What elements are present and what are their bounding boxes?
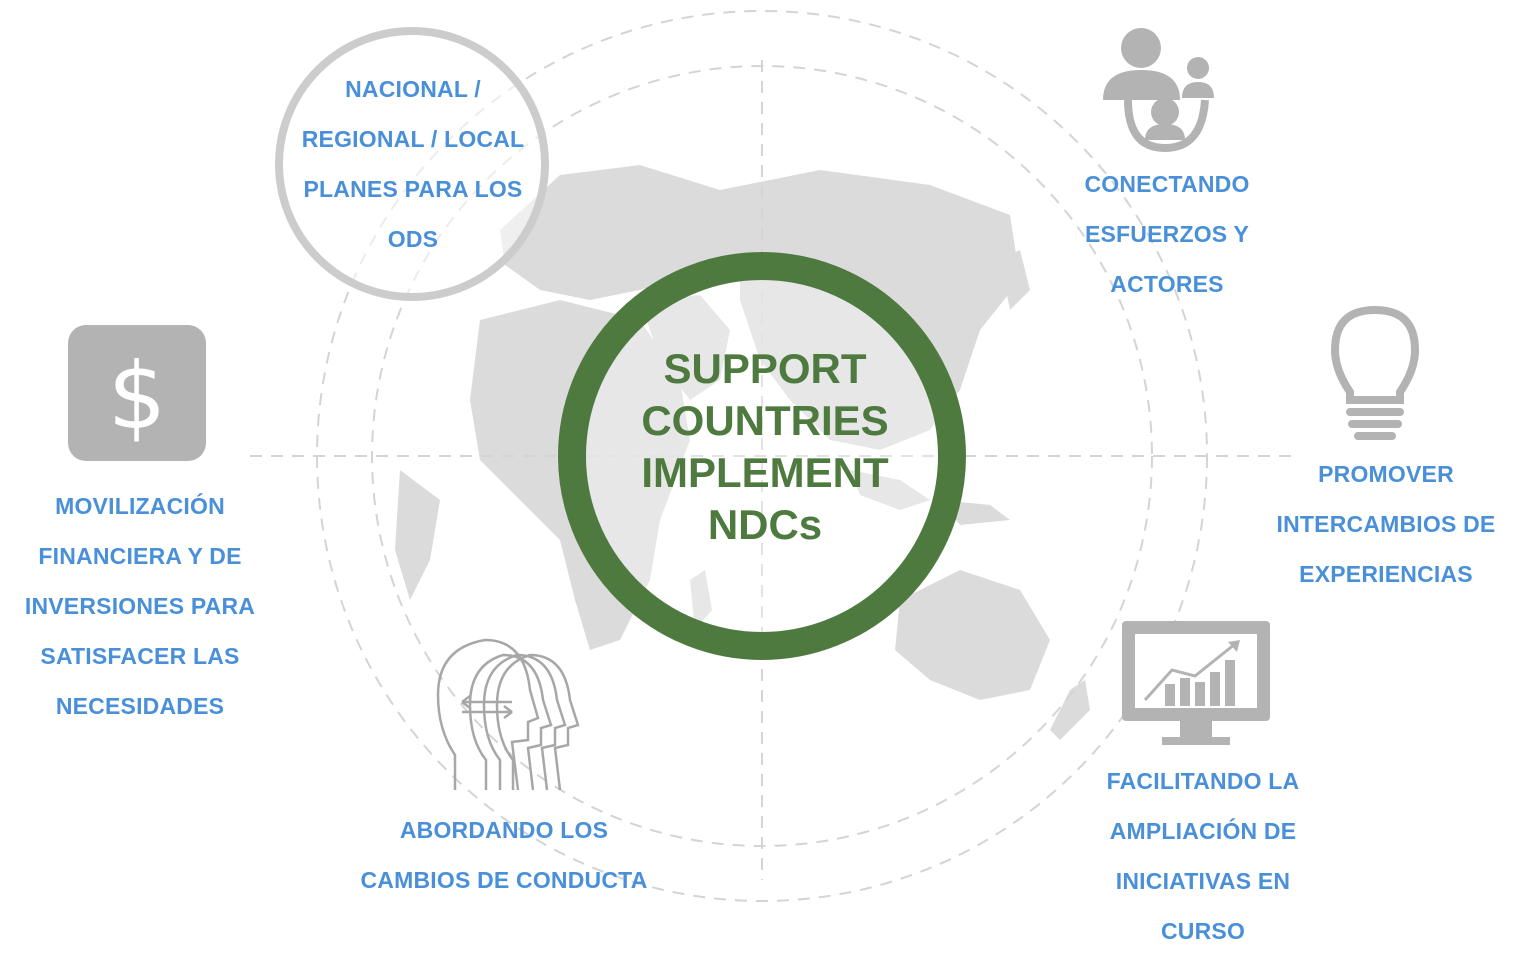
center-title: SUPPORT COUNTRIES IMPLEMENT NDCs: [580, 343, 950, 551]
label-behavior-change: ABORDANDO LOS CAMBIOS DE CONDUCTA: [360, 817, 648, 893]
lightbulb-icon: [1330, 305, 1420, 440]
label-promote-exchanges: PROMOVER INTERCAMBIOS DE EXPERIENCIAS: [1276, 461, 1496, 587]
label-national-plans: NACIONAL / REGIONAL / LOCAL PLANES PARA …: [301, 76, 525, 252]
dollar-icon: $: [68, 325, 206, 461]
people-network-icon: [1103, 28, 1214, 153]
chart-monitor-icon: [1122, 621, 1270, 745]
center-ring: [558, 252, 966, 660]
label-scaling-initiatives: FACILITANDO LA AMPLIACIÓN DE INICIATIVAS…: [1106, 768, 1300, 944]
center-line: COUNTRIES: [641, 397, 889, 444]
dashed-axes: [250, 60, 1300, 880]
behavior-heads-icon: [436, 638, 580, 791]
center-line: IMPLEMENT: [641, 449, 889, 496]
center-line: NDCs: [707, 501, 823, 548]
center-line: SUPPORT: [663, 345, 867, 392]
label-financial-mobilization: MOVILIZACIÓN FINANCIERA Y DE INVERSIONES…: [24, 493, 256, 719]
dollar-glyph: $: [108, 343, 167, 450]
top-left-circle: [275, 27, 549, 301]
label-connecting-efforts: CONECTANDO ESFUERZOS Y ACTORES: [1084, 171, 1250, 297]
